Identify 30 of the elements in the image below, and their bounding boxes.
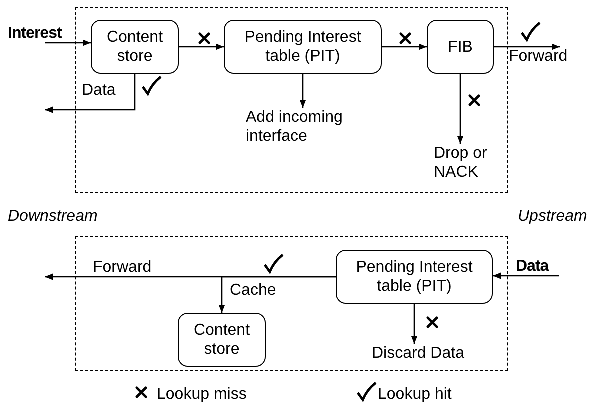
- arrow: [45, 40, 91, 46]
- process-box: Pending Interest table (PIT): [336, 250, 493, 304]
- direction-label: Upstream: [518, 207, 588, 226]
- input-text: Data: [516, 257, 560, 276]
- arrow: [179, 44, 224, 50]
- direction-label: Downstream: [8, 207, 98, 226]
- arrow: [493, 272, 560, 280]
- result-text: Drop or NACK: [434, 144, 506, 182]
- edge-label: Cache: [230, 281, 276, 300]
- process-box: Content store: [91, 20, 179, 74]
- process-box: Pending Interest table (PIT): [224, 20, 382, 74]
- result-text: Discard Data: [372, 344, 482, 363]
- edge-label: Forward: [509, 47, 568, 66]
- arrow: [382, 44, 427, 50]
- arrow: [494, 44, 560, 50]
- legend-text: Lookup miss: [157, 385, 247, 404]
- edge-label: Data: [82, 81, 116, 100]
- process-box: Content store: [178, 313, 266, 367]
- legend-text: Lookup hit: [378, 385, 452, 404]
- arrow: [218, 276, 336, 313]
- arrow: [411, 304, 418, 344]
- arrow: [300, 74, 306, 108]
- edge-label: Forward: [93, 258, 152, 277]
- arrow: [457, 74, 464, 144]
- dashed-frame: [75, 236, 508, 371]
- result-text: Add incoming interface: [246, 108, 376, 146]
- input-text: Interest: [8, 24, 76, 43]
- arrow: [45, 74, 136, 114]
- dashed-frame: [75, 7, 508, 193]
- process-box: FIB: [427, 20, 494, 74]
